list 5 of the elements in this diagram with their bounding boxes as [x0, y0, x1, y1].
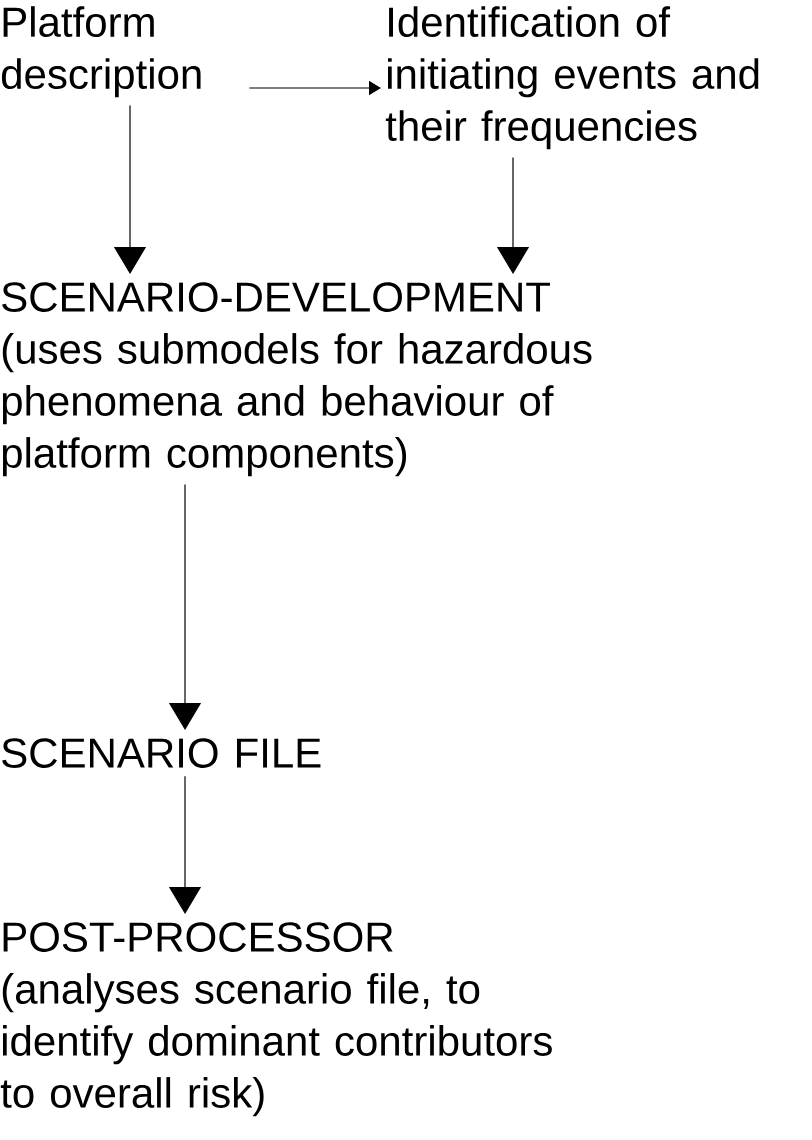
text-label: Identification of initiating events and their frequencies [385, 6, 759, 150]
text-label: SCENARIO FILE [2, 738, 321, 768]
text-label: POST-PROCESSOR (analyses scenario file, to identify dominant contributors to overall risk) [0, 922, 552, 1117]
text-label: Platform description [1, 6, 201, 98]
text-label: SCENARIO-DEVELOPMENT (uses submodels for hazardous phenomena and behaviour of platform components) [2, 282, 592, 477]
